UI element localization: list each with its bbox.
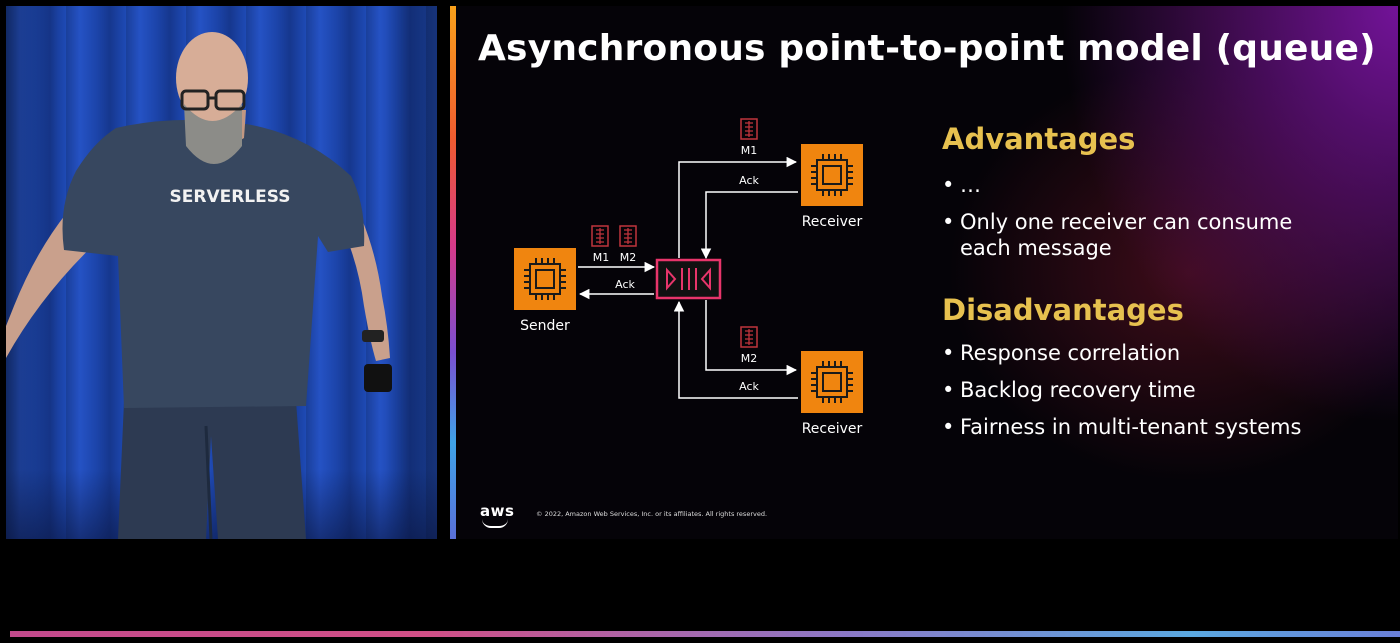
video-progress-bar[interactable]: [10, 631, 1400, 637]
receiver-bottom-label: Receiver: [802, 421, 863, 437]
receiver-bottom-instance-icon: [801, 351, 863, 413]
message-icon-m1: [592, 226, 608, 246]
queue-icon: [657, 260, 720, 298]
advantage-item: Only one receiver can consume each messa…: [942, 209, 1322, 261]
receiver-top-instance-icon: [801, 144, 863, 206]
shirt-text: SERVERLESS: [170, 187, 291, 207]
top-ack-label: Ack: [739, 174, 759, 187]
top-message-label: M1: [741, 144, 758, 157]
message-icon-bottom: [741, 327, 757, 347]
disadvantage-item: Backlog recovery time: [942, 377, 1362, 403]
sender-instance-icon: [514, 248, 576, 310]
message-icon-m2: [620, 226, 636, 246]
speaker-figure: SERVERLESS: [6, 6, 437, 539]
bottom-message-label: M2: [741, 352, 758, 365]
disadvantage-item: Fairness in multi-tenant systems: [942, 414, 1362, 440]
disadvantage-item: Response correlation: [942, 340, 1362, 366]
speaker-video: SERVERLESS: [6, 6, 437, 539]
deliver-top-arrow: [679, 162, 796, 258]
advantages-list: … Only one receiver can consume each mes…: [942, 172, 1322, 272]
ack-top-arrow: [706, 192, 798, 258]
receiver-top-label: Receiver: [802, 214, 863, 230]
clicker: [364, 364, 392, 392]
disadvantages-heading: Disadvantages: [942, 293, 1184, 327]
aws-logo: aws: [480, 502, 514, 520]
queue-diagram: Sender M1 M2 Ack M1 Ack Receiver: [450, 6, 1398, 539]
bottom-ack-label: Ack: [739, 380, 759, 393]
wristwatch: [362, 330, 384, 342]
message-label-m1: M1: [593, 251, 610, 264]
advantage-item: …: [942, 172, 1322, 198]
sender-ack-label: Ack: [615, 278, 635, 291]
copyright-notice: © 2022, Amazon Web Services, Inc. or its…: [536, 510, 767, 518]
message-label-m2: M2: [620, 251, 637, 264]
advantages-heading: Advantages: [942, 122, 1135, 156]
presentation-slide: Asynchronous point-to-point model (queue…: [450, 6, 1398, 539]
sender-label: Sender: [520, 318, 570, 334]
aws-logo-text: aws: [480, 502, 514, 520]
disadvantages-list: Response correlation Backlog recovery ti…: [942, 340, 1362, 451]
message-icon-top: [741, 119, 757, 139]
